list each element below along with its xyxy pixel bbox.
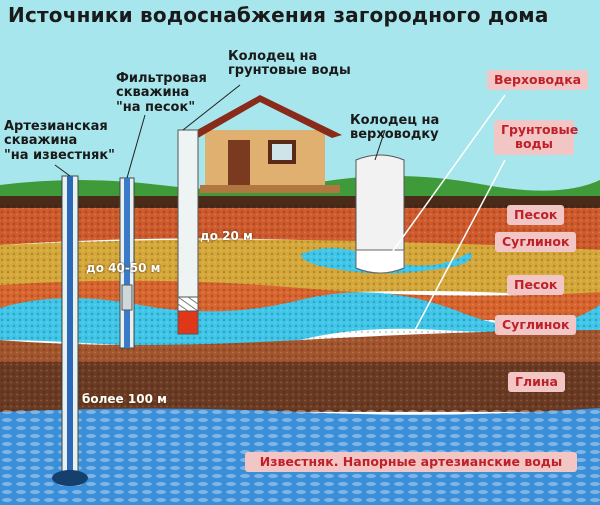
perched-well-cylinder bbox=[355, 129, 405, 274]
label-line: грунтовые воды bbox=[228, 63, 351, 79]
label-line: скважина bbox=[116, 85, 190, 101]
artesian-well-label: Артезианская скважина "на известняк" bbox=[4, 119, 115, 163]
ground-well-label: Колодец на грунтовые воды bbox=[228, 49, 351, 79]
label-line: Артезианская bbox=[4, 119, 108, 134]
label-loam-1: Суглинок bbox=[495, 232, 577, 253]
ground-well-column bbox=[177, 84, 241, 335]
label-line: Фильтровая bbox=[116, 71, 207, 86]
label-ground-water: Грунтовые воды bbox=[494, 120, 578, 155]
filter-well-pipe bbox=[119, 177, 135, 349]
label-line: Колодец на bbox=[350, 113, 440, 128]
label-line: "на известняк" bbox=[4, 147, 115, 163]
label-limestone: Известняк. Напорные артезианские воды bbox=[245, 452, 577, 473]
label-line: скважина bbox=[4, 133, 78, 149]
artesian-well-depth: более 100 м bbox=[82, 392, 167, 406]
label-clay: Глина bbox=[508, 372, 565, 393]
label-line: "на песок" bbox=[116, 99, 196, 115]
page-title: Источники водоснабжения загородного дома bbox=[8, 3, 549, 27]
label-loam-2: Суглинок bbox=[495, 315, 577, 336]
ground-well-depth: до 20 м bbox=[200, 229, 253, 243]
perched-well-label: Колодец на верховодку bbox=[350, 113, 440, 143]
label-line: Колодец на bbox=[228, 49, 318, 64]
filter-well-label: Фильтровая скважина "на песок" bbox=[116, 71, 207, 115]
label-line: верховодку bbox=[350, 127, 439, 143]
label-sand-1: Песок bbox=[507, 205, 565, 226]
artesian-well-pipe bbox=[52, 175, 88, 486]
filter-well-depth: до 40-50 м bbox=[86, 261, 161, 275]
label-perched-water: Верховодка bbox=[487, 70, 589, 91]
house bbox=[188, 95, 342, 193]
label-sand-2: Песок bbox=[507, 275, 565, 296]
